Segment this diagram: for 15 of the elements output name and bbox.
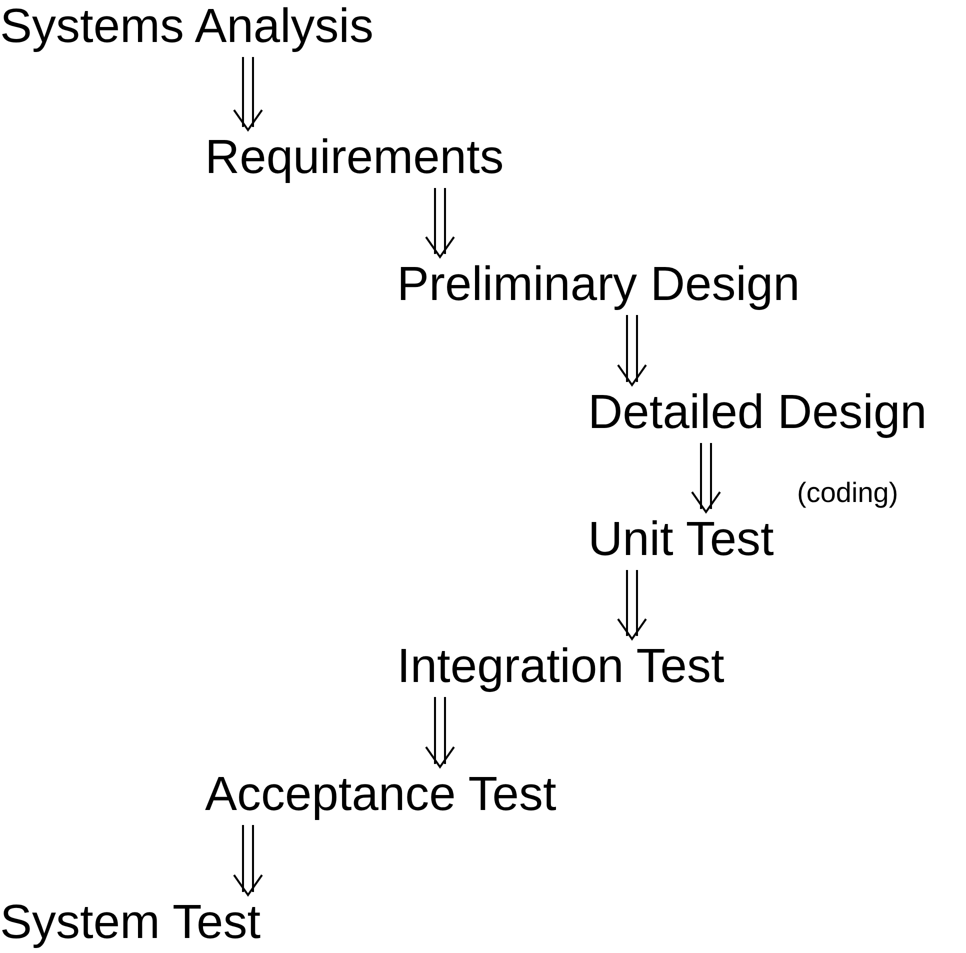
step-label: Unit Test [588, 513, 774, 566]
double-arrow [233, 824, 263, 897]
step-label: Acceptance Test [205, 768, 556, 821]
step-label: Requirements [205, 131, 504, 184]
double-arrow [691, 442, 721, 514]
step-label: Integration Test [397, 640, 724, 693]
double-arrow [425, 187, 455, 259]
double-arrow [617, 569, 647, 641]
step-label: Detailed Design [588, 386, 927, 439]
double-arrow [617, 314, 647, 387]
step-label: Preliminary Design [397, 258, 800, 311]
step-label: Systems Analysis [0, 0, 374, 53]
step-label: System Test [0, 896, 261, 949]
double-arrow [425, 696, 455, 769]
double-arrow [233, 56, 263, 132]
